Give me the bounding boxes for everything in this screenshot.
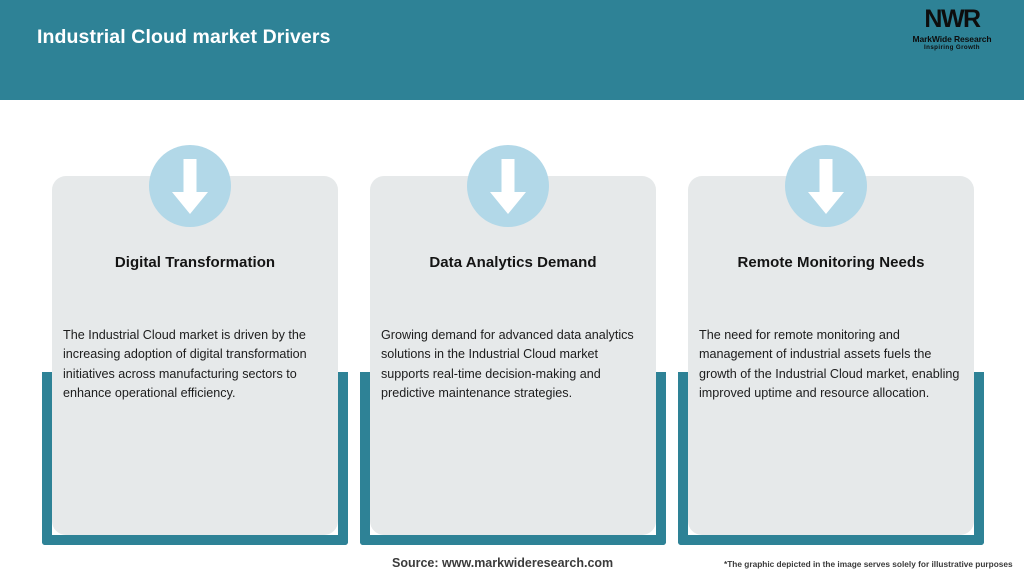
card-frame-accent <box>360 372 666 545</box>
card-frame-accent <box>678 372 984 545</box>
brand-logo: NWR MarkWide Research Inspiring Growth <box>896 7 1008 63</box>
logo-tagline: Inspiring Growth <box>924 44 980 51</box>
footer-source: Source: www.markwideresearch.com <box>392 556 614 570</box>
arrow-down-icon <box>172 159 208 214</box>
driver-card-title: Remote Monitoring Needs <box>737 254 925 271</box>
driver-card: Remote Monitoring Needs The need for rem… <box>688 176 974 535</box>
driver-card-title: Data Analytics Demand <box>429 254 597 271</box>
arrow-down-icon <box>808 159 844 214</box>
footer-disclaimer: *The graphic depicted in the image serve… <box>724 559 1013 569</box>
driver-card: Data Analytics Demand Growing demand for… <box>370 176 656 535</box>
arrow-down-badge <box>467 145 549 227</box>
arrow-down-badge <box>149 145 231 227</box>
driver-card-body: Growing demand for advanced data analyti… <box>381 328 634 400</box>
arrow-down-badge <box>785 145 867 227</box>
driver-card-title: Digital Transformation <box>114 254 276 271</box>
driver-card-body: The Industrial Cloud market is driven by… <box>63 328 307 400</box>
logo-company-name: MarkWide Research <box>912 34 992 44</box>
driver-card: Digital Transformation The Industrial Cl… <box>52 176 338 535</box>
header-bar <box>0 0 1024 100</box>
driver-card-body: The need for remote monitoring and manag… <box>699 328 960 400</box>
logo-monogram: NWR <box>924 5 981 33</box>
arrow-down-icon <box>490 159 526 214</box>
page-title: Industrial Cloud market Drivers <box>37 26 331 48</box>
card-frame-accent <box>42 372 348 545</box>
